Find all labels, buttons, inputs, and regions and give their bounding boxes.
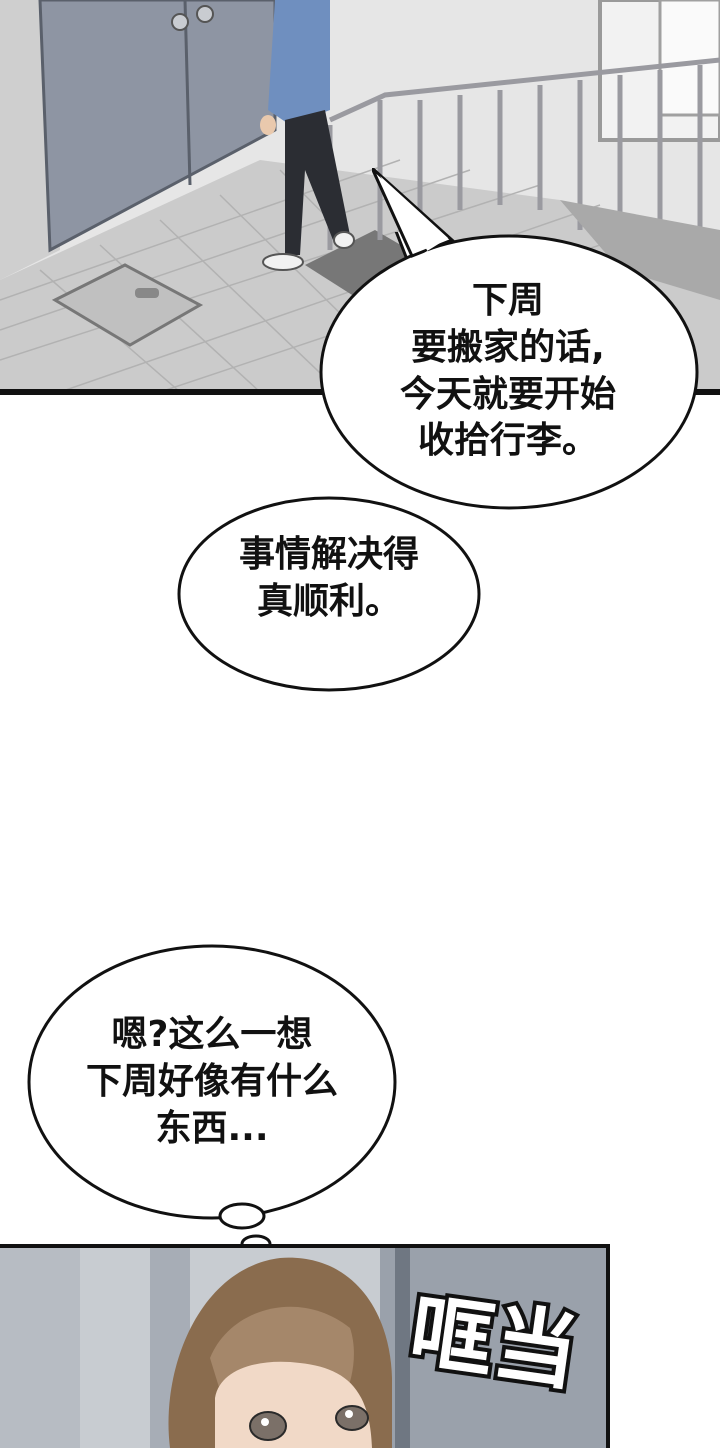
bubble-line: 收拾行李。	[417, 420, 598, 462]
speech-bubble-shape	[177, 496, 481, 692]
speech-bubble-tail	[372, 168, 455, 258]
bubble-line: 嗯?这么一想	[111, 1014, 313, 1055]
bottom-panel-illustration	[0, 1244, 610, 1448]
character-closeup	[0, 1248, 606, 1448]
bubble-line: 今天就要开始	[399, 373, 616, 415]
thought-bubble-shape	[27, 944, 397, 1220]
bubble-line: 下周	[471, 280, 544, 321]
sfx-label: 哐当	[404, 1282, 584, 1402]
bubble-line: 事情解决得	[238, 534, 419, 575]
speech-bubble-moving: 下周 要搬家的话, 今天就要开始 收拾行李。	[318, 232, 700, 512]
sound-effect-clang: 哐当	[400, 1262, 610, 1406]
speech-bubble-resolved: 事情解决得 真顺利。	[176, 494, 482, 694]
thought-bubble: 嗯?这么一想 下周好像有什么 东西...	[26, 942, 398, 1232]
sfx-text-graphic: 哐当	[400, 1278, 588, 1406]
bubble-line: 要搬家的话,	[411, 326, 605, 368]
bubble-line: 真顺利。	[256, 580, 401, 622]
bubble-line: 下周好像有什么	[85, 1060, 338, 1102]
bubble-line: 东西...	[155, 1107, 269, 1149]
